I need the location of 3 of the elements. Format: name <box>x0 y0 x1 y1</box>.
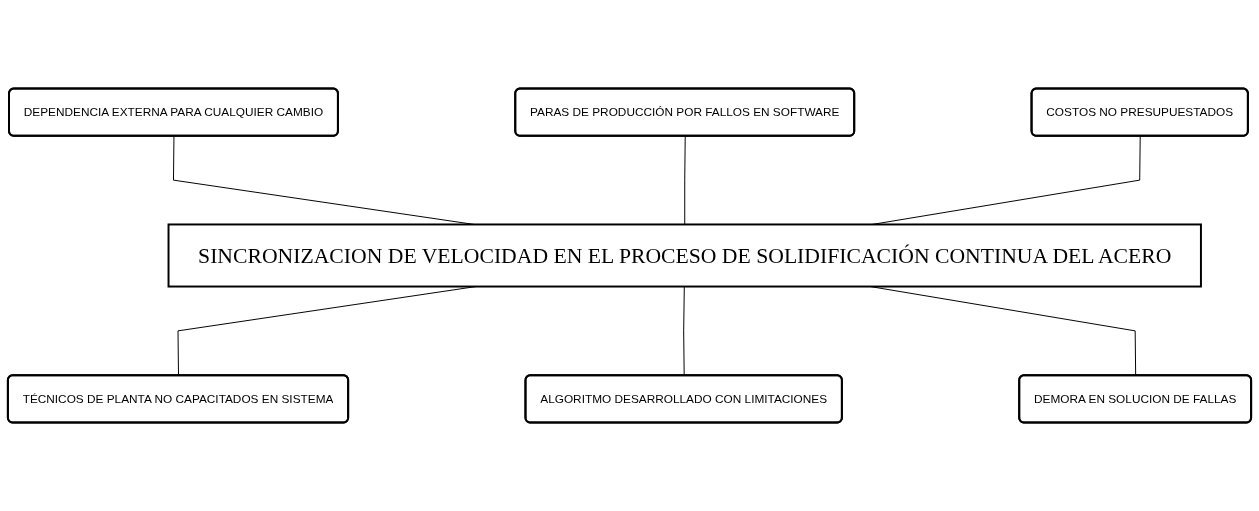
node-box: SINCRONIZACION DE VELOCIDAD EN EL PROCESO DE SOLIDIFICACIÓN CONTINUA DEL ACERO <box>167 223 1202 288</box>
connector <box>684 135 686 225</box>
connector <box>683 286 685 377</box>
